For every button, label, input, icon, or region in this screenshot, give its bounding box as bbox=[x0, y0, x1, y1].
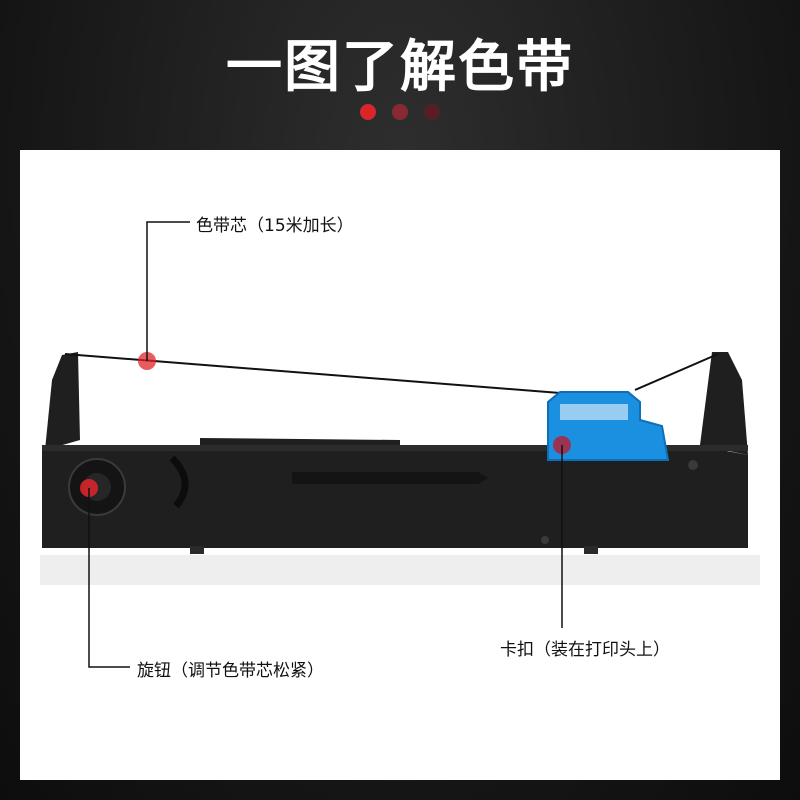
right-arm bbox=[700, 352, 748, 455]
cartridge-body bbox=[42, 438, 748, 548]
left-arm bbox=[45, 352, 80, 450]
foot-1 bbox=[190, 546, 204, 554]
cartridge-reflection bbox=[40, 555, 760, 585]
indicator-dots bbox=[0, 104, 800, 122]
page-title: 一图了解色带 bbox=[226, 35, 574, 100]
foot-2 bbox=[584, 546, 598, 554]
ribbon-core-leader bbox=[146, 221, 190, 361]
clip-label: 卡扣（装在打印头上） bbox=[500, 640, 670, 660]
cartridge-top-edge bbox=[42, 445, 748, 451]
rivet-2 bbox=[541, 536, 549, 544]
ribbon-line-right bbox=[634, 353, 719, 391]
rivet-1 bbox=[688, 460, 698, 470]
indicator-dot-2 bbox=[392, 104, 408, 120]
ribbon-core-label: 色带芯（15米加长） bbox=[196, 216, 354, 236]
knob-leader bbox=[88, 488, 130, 668]
indicator-dot-1 bbox=[360, 104, 376, 120]
blue-clip-window bbox=[560, 404, 628, 420]
cartridge-groove bbox=[292, 472, 488, 484]
curved-slot bbox=[169, 455, 189, 509]
knob-label: 旋钮（调节色带芯松紧） bbox=[137, 661, 324, 681]
indicator-dot-3 bbox=[424, 104, 440, 120]
